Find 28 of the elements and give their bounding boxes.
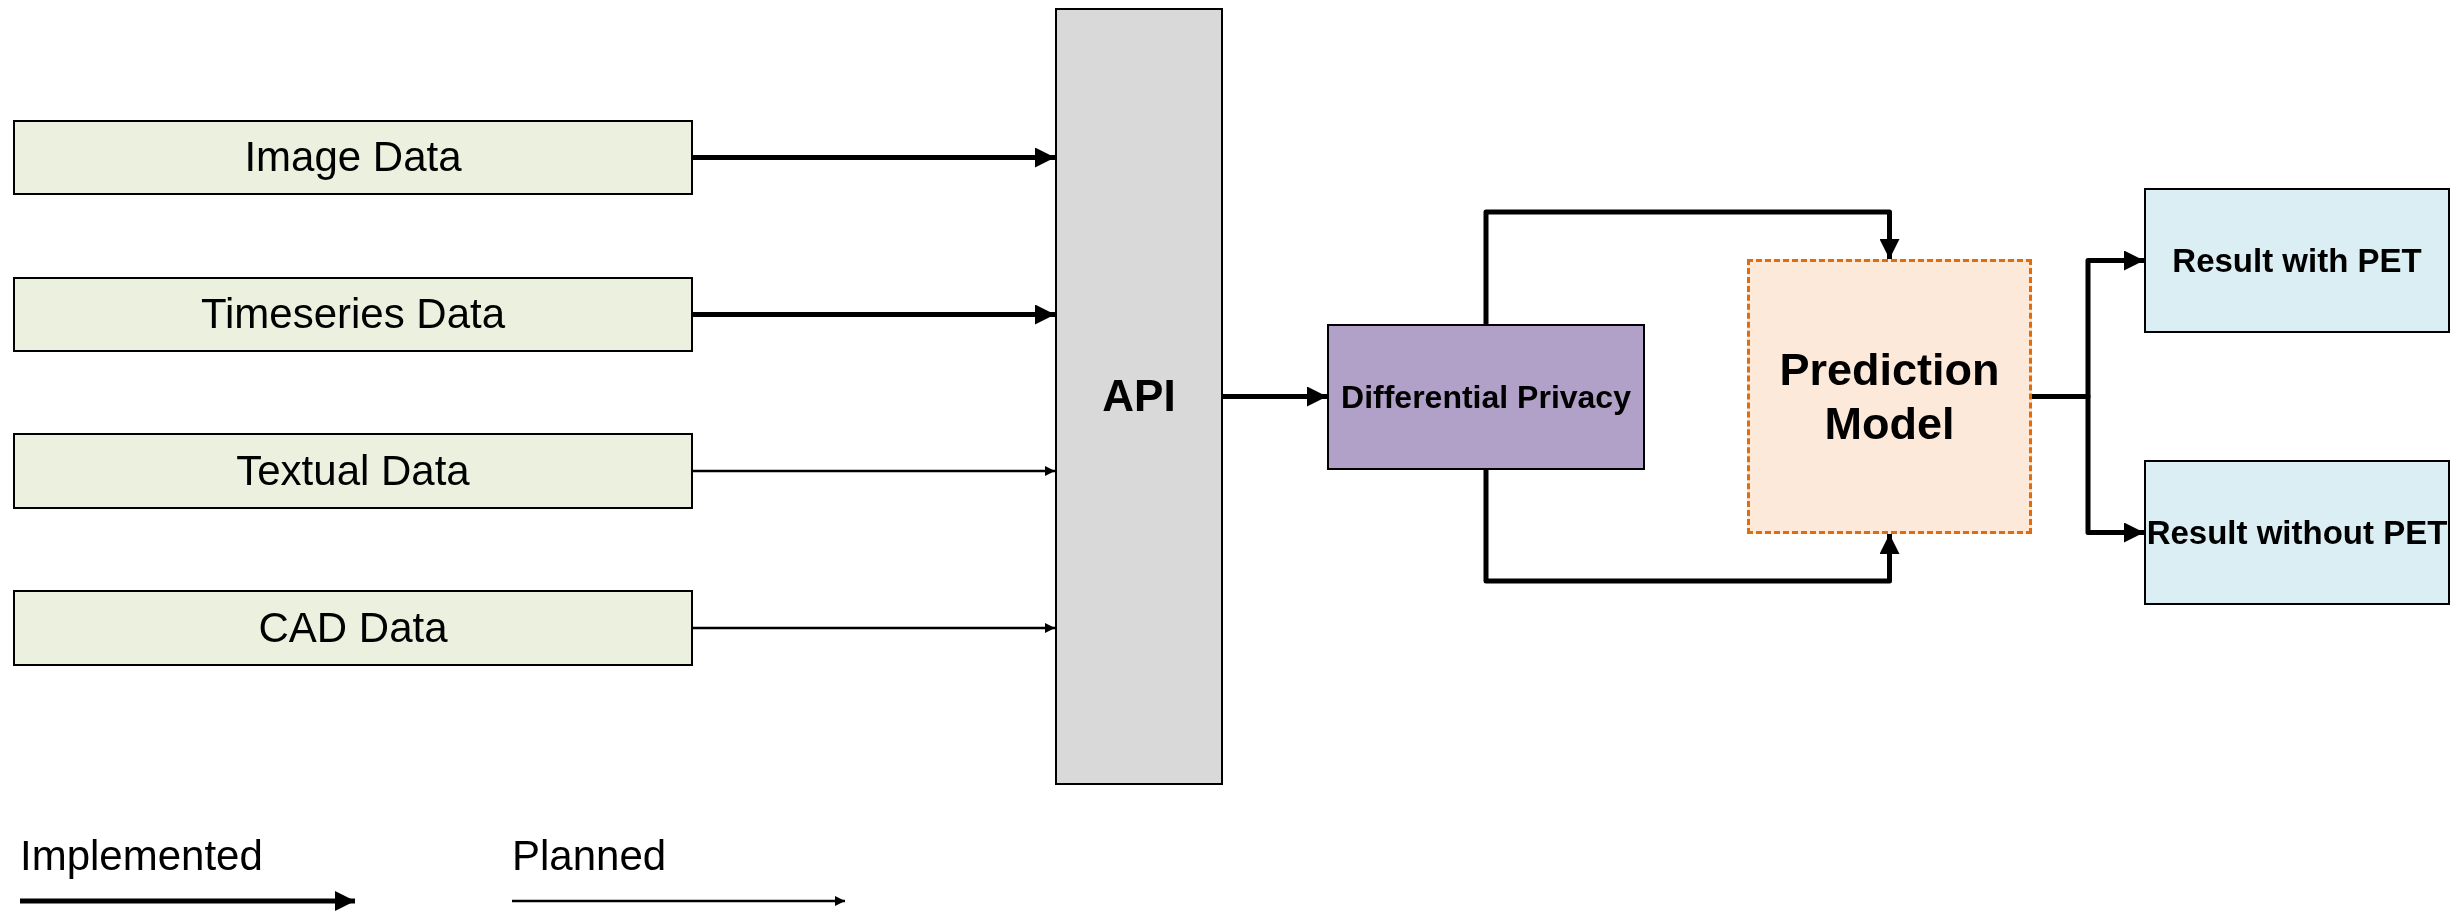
node-label: Differential Privacy [1341, 377, 1631, 417]
arrow [693, 623, 1055, 633]
node-label: Textual Data [236, 445, 470, 496]
arrow [2032, 394, 2144, 543]
process-box [1327, 324, 1645, 470]
node-label: Image Data [244, 132, 462, 183]
legend-label: Planned [512, 832, 667, 880]
node-label: Result with PET [2172, 240, 2422, 281]
arrow [1483, 209, 1900, 324]
node-label: Result without PET [2146, 512, 2448, 553]
data-source-box [13, 120, 693, 195]
data-source-box [13, 277, 693, 352]
node-label: CAD Data [258, 602, 448, 653]
data-source-box [13, 433, 693, 509]
arrow [693, 466, 1055, 476]
node-label: Timeseries Data [200, 289, 506, 340]
result-box [2144, 460, 2450, 605]
arrow [693, 147, 1055, 168]
arrow [1483, 470, 1900, 584]
arrow [1223, 386, 1327, 407]
node-label: Prediction Model [1778, 342, 2001, 451]
arrow [693, 304, 1055, 325]
model-box [1747, 259, 2032, 534]
result-box [2144, 188, 2450, 333]
api-box [1055, 8, 1223, 785]
data-source-box [13, 590, 693, 666]
legend-label: Implemented [20, 832, 263, 880]
node-label: API [1102, 370, 1176, 423]
